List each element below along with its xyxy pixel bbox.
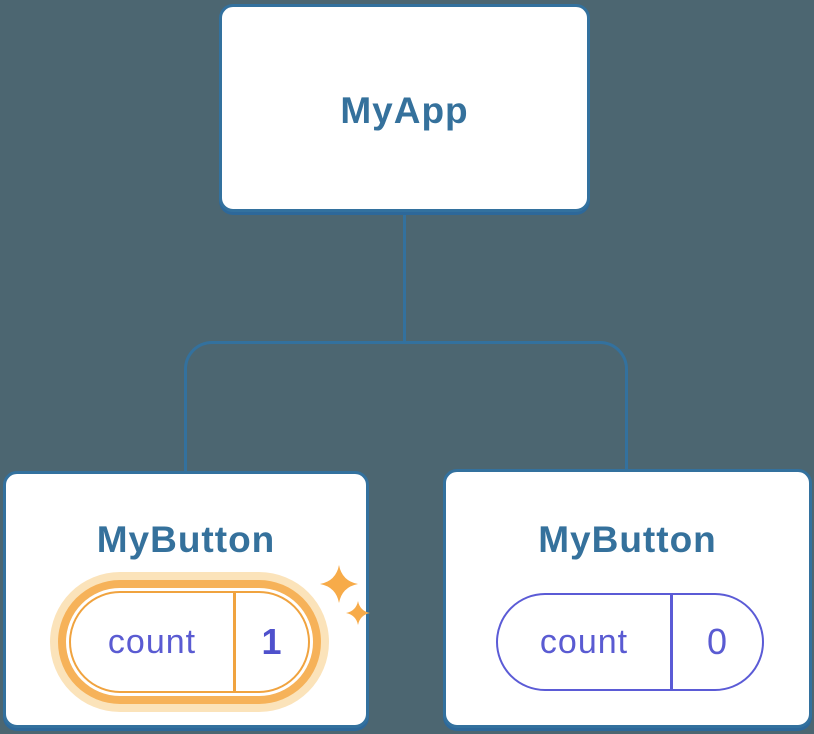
node-myapp: MyApp [219,4,590,212]
state-pill-highlighted: count 1 [69,591,310,693]
node-title: MyApp [340,90,469,131]
node-mybutton-left: MyButton count 1 [3,471,370,728]
node-title: MyButton [96,519,276,560]
state-divider [233,593,236,691]
state-value: 1 [261,621,283,662]
node-mybutton-right: MyButton count 0 [443,469,812,728]
connector-branch [184,341,628,471]
state-value: 0 [706,621,729,662]
sparkles-icon [320,565,370,625]
node-title: MyButton [538,519,717,560]
state-divider [670,595,673,689]
state-pill: count 0 [496,593,764,691]
state-key: count [107,622,197,661]
state-key: count [539,622,629,661]
connector-root-to-branch [403,212,406,344]
